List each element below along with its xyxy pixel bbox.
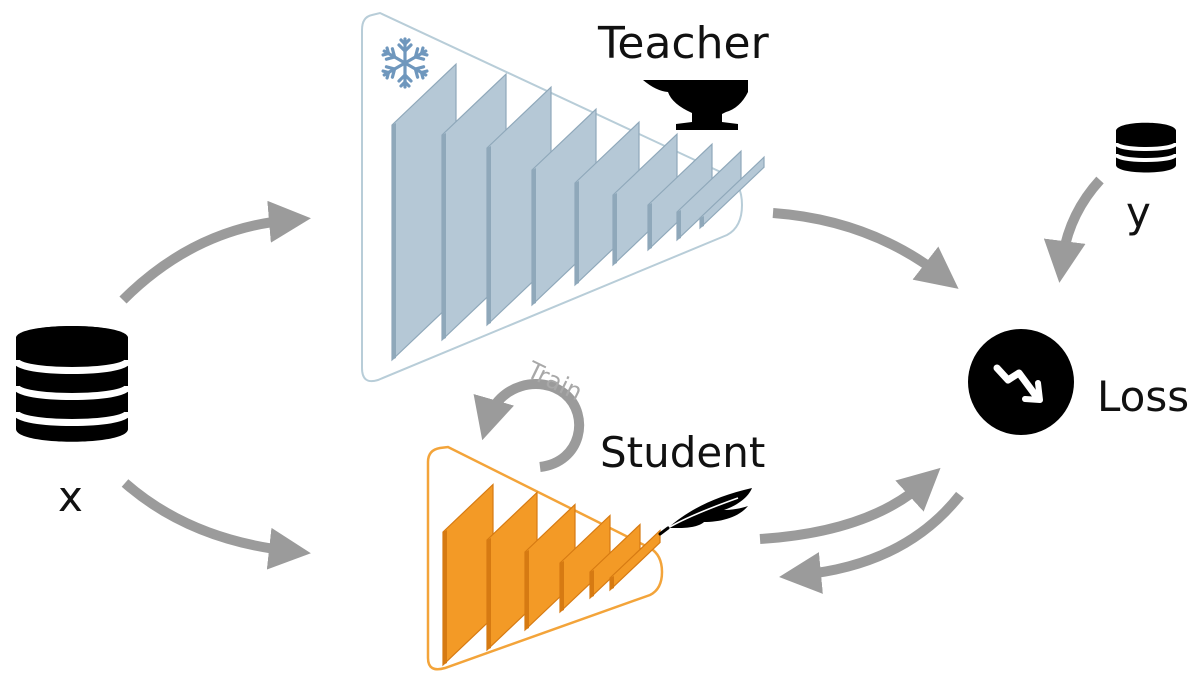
x-label: x (58, 472, 83, 521)
student-layer-edge-3 (525, 550, 529, 630)
anvil-icon (643, 80, 748, 130)
loss-label: Loss (1097, 372, 1190, 421)
teacher-layer-edge-3 (487, 146, 491, 325)
teacher-network (361, 11, 765, 383)
arrow-y-to-loss (1043, 176, 1104, 283)
database-icon (1114, 122, 1178, 173)
teacher-layer-edge-7 (648, 203, 652, 250)
arrow-x-to-teacher (119, 200, 311, 304)
student-network (426, 445, 664, 671)
teacher-layer-edge-1 (392, 123, 396, 360)
teacher-layer-edge-4 (532, 168, 536, 305)
flow-arrows (119, 176, 1104, 594)
student-layers (442, 483, 661, 667)
teacher-layer-edge-8 (677, 210, 681, 240)
student-layer-edge-5 (590, 570, 594, 598)
teacher-layer-edge-5 (575, 181, 579, 285)
arrow-loss-to-student (779, 491, 964, 594)
student-layer-edge-6 (610, 576, 614, 590)
teacher-layer-edge-6 (613, 193, 617, 265)
snowflake-icon (379, 37, 431, 89)
student-layer-edge-1 (443, 530, 447, 665)
arrow-student-to-loss (759, 467, 941, 544)
student-layer-edge-2 (487, 538, 491, 650)
arrow-teacher-to-loss (772, 208, 959, 289)
teacher-layers (391, 62, 765, 362)
teacher-layer-edge-2 (442, 133, 446, 340)
trend-down-icon (968, 329, 1074, 435)
database-icon (12, 326, 132, 442)
teacher-layer-edge-9 (700, 216, 704, 228)
arrow-x-to-student (121, 479, 311, 570)
feather-icon (658, 488, 752, 536)
y-label: y (1126, 188, 1151, 237)
student-label: Student (600, 428, 766, 477)
teacher-label: Teacher (598, 18, 769, 69)
student-layer-edge-4 (560, 561, 564, 612)
train-loop-icon (473, 379, 584, 472)
